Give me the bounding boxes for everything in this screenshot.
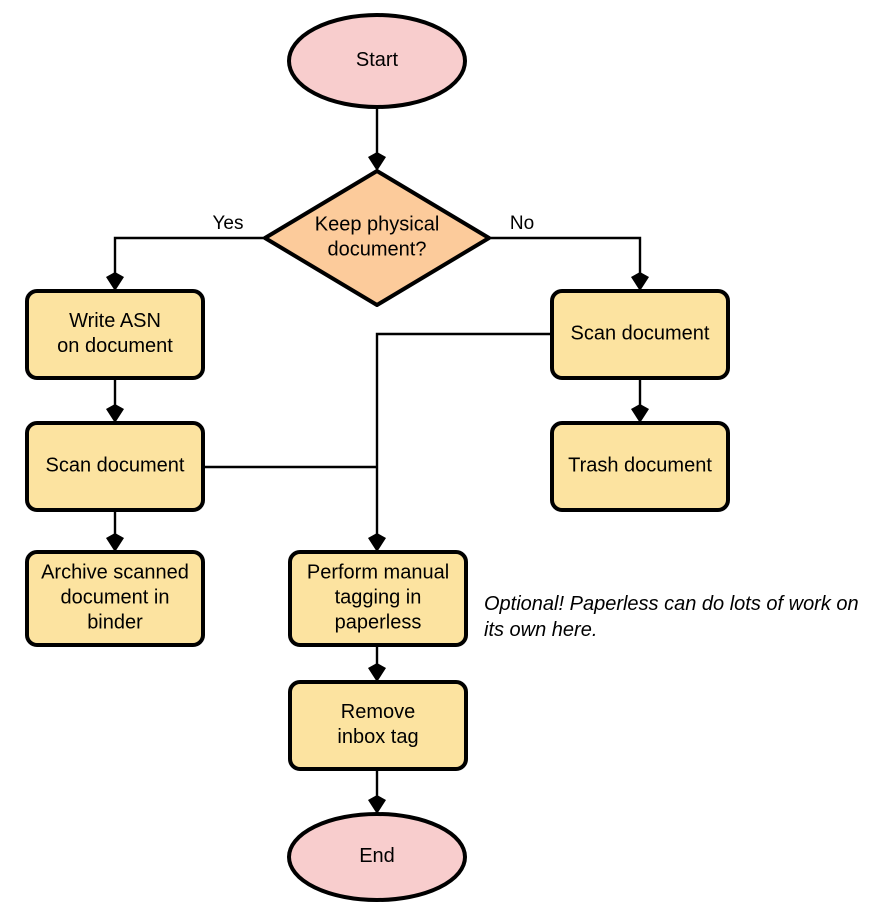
node-scan-document-right[interactable]: Scan document bbox=[550, 289, 730, 380]
process-rect[interactable] bbox=[25, 421, 205, 512]
node-label: Scan document bbox=[46, 455, 185, 477]
node-trash-document[interactable]: Trash document bbox=[550, 421, 730, 512]
process-rect[interactable] bbox=[288, 680, 468, 771]
process-rect[interactable] bbox=[25, 289, 205, 380]
node-label: Start bbox=[356, 49, 399, 71]
node-scan-document-left[interactable]: Scan document bbox=[25, 421, 205, 512]
edge-arrowhead bbox=[631, 404, 649, 423]
edge-label: Yes bbox=[213, 213, 244, 234]
edge-arrowhead bbox=[106, 272, 124, 291]
process-rect[interactable] bbox=[25, 550, 205, 647]
terminator-ellipse[interactable] bbox=[287, 13, 467, 109]
process-rect[interactable] bbox=[288, 550, 468, 647]
process-rect[interactable] bbox=[550, 289, 730, 380]
node-label: Trash document bbox=[568, 455, 712, 477]
edge-line bbox=[490, 236, 642, 285]
edge-label: No bbox=[510, 213, 534, 234]
edge-write-asn-to-scan-left bbox=[106, 378, 124, 423]
edge-decision-no-to-scan-right: No bbox=[490, 213, 649, 291]
node-start[interactable]: Start bbox=[287, 13, 467, 109]
edge-arrowhead bbox=[368, 152, 386, 171]
edge-scan-left-to-archive bbox=[106, 510, 124, 552]
edge-line bbox=[113, 236, 265, 285]
node-label: End bbox=[359, 845, 395, 867]
edge-scan-right-to-trash bbox=[631, 378, 649, 423]
terminator-ellipse[interactable] bbox=[287, 812, 467, 902]
edge-start-to-decision bbox=[368, 107, 386, 171]
node-label: Scan document bbox=[571, 323, 710, 345]
edge-arrowhead bbox=[631, 272, 649, 291]
edge-arrowhead bbox=[106, 404, 124, 423]
edge-scan-right-to-manual-tagging bbox=[368, 332, 552, 552]
decision-diamond[interactable] bbox=[263, 169, 491, 307]
edge-line bbox=[375, 332, 552, 546]
edge-arrowhead bbox=[368, 533, 386, 552]
node-end[interactable]: End bbox=[287, 812, 467, 902]
edge-arrowhead bbox=[106, 533, 124, 552]
annotation-optional-note: Optional! Paperless can do lots of work … bbox=[484, 593, 859, 641]
edge-decision-yes-to-write-asn: Yes bbox=[106, 213, 265, 291]
edge-remove-inbox-to-end bbox=[368, 769, 386, 814]
edge-manual-tagging-to-remove-inbox bbox=[368, 645, 386, 682]
annotations-layer: Optional! Paperless can do lots of work … bbox=[484, 593, 859, 641]
edge-arrowhead bbox=[368, 663, 386, 682]
process-rect[interactable] bbox=[550, 421, 730, 512]
edge-arrowhead bbox=[368, 795, 386, 814]
edges-layer: Yes No bbox=[106, 107, 649, 814]
